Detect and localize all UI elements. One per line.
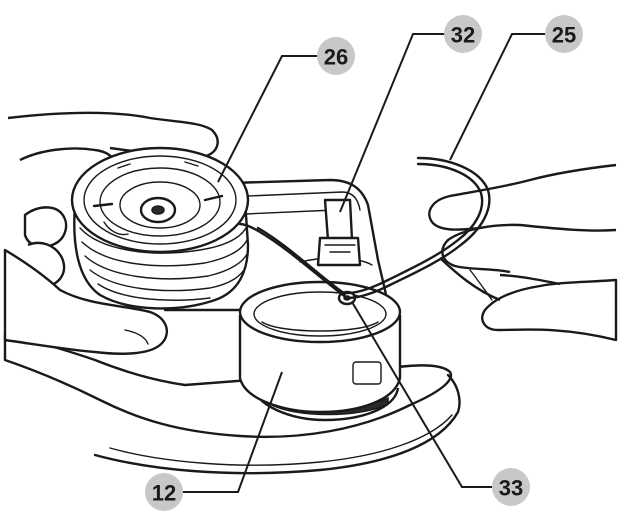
leader-26 bbox=[217, 55, 318, 183]
leader-lines bbox=[180, 33, 545, 493]
callout-label: 12 bbox=[152, 481, 176, 506]
callout-25: 25 bbox=[545, 15, 583, 53]
callout-26: 26 bbox=[317, 37, 355, 75]
callout-badge bbox=[492, 468, 530, 506]
cutting-line-25 bbox=[238, 156, 491, 300]
callout-badge bbox=[145, 473, 183, 511]
callout-label: 32 bbox=[451, 23, 475, 48]
callout-badge bbox=[545, 15, 583, 53]
leader-25 bbox=[449, 33, 545, 161]
callout-label: 26 bbox=[324, 45, 348, 70]
spool-26 bbox=[70, 146, 250, 310]
cap-32 bbox=[316, 198, 362, 267]
leader-32 bbox=[339, 33, 445, 213]
right-hand bbox=[428, 163, 618, 342]
callout-label: 33 bbox=[499, 476, 523, 501]
leader-12 bbox=[180, 371, 283, 493]
callout-badge bbox=[444, 15, 482, 53]
callout-label: 25 bbox=[552, 23, 576, 48]
callout-32: 32 bbox=[444, 15, 482, 53]
callout-badge bbox=[317, 37, 355, 75]
leader-33 bbox=[351, 301, 492, 488]
callout-12: 12 bbox=[145, 473, 183, 511]
spool-holder-12 bbox=[238, 280, 402, 422]
callout-33: 33 bbox=[492, 468, 530, 506]
